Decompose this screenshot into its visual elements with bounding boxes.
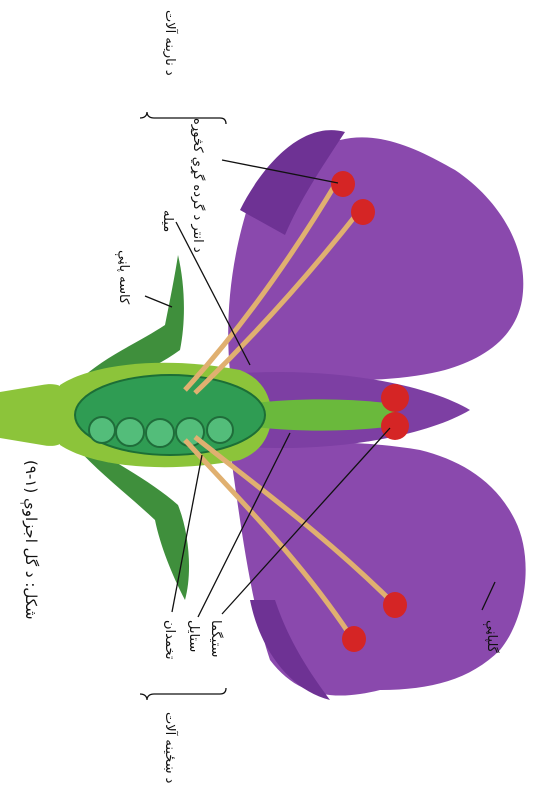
- ovule: [116, 418, 144, 446]
- ovule: [89, 417, 115, 443]
- anther: [351, 199, 375, 225]
- stem: [0, 384, 66, 446]
- male-organs-label: د نارینه آلات: [162, 10, 179, 76]
- stigma-lobe: [381, 384, 409, 412]
- ovary-label: تخمدان: [162, 620, 177, 660]
- sepal-label: کاسه پاڼې: [115, 250, 131, 305]
- flower-illustration: [0, 130, 526, 700]
- filament-label: میله: [160, 210, 175, 232]
- ovule: [207, 417, 233, 443]
- female-organs-label: د ښځینه آلات: [162, 712, 179, 784]
- ovule: [146, 419, 174, 447]
- stigma-lobe: [381, 412, 409, 440]
- petal-label: گلپاڼې: [483, 620, 500, 654]
- stigma-label: ستیگما: [208, 620, 224, 657]
- anther-label: د انتر د گرده گړي کڅوړه: [190, 118, 206, 253]
- female-organs-brace: [140, 688, 226, 700]
- anther: [331, 171, 355, 197]
- anther: [342, 626, 366, 652]
- style-tube: [255, 399, 395, 430]
- anther: [383, 592, 407, 618]
- male-organs-brace: [140, 112, 226, 124]
- sepal-leader: [145, 296, 172, 307]
- figure-caption: (۹-۱) شکل: د گل اجزاوې: [20, 460, 40, 620]
- style-label: ستایل: [186, 620, 201, 652]
